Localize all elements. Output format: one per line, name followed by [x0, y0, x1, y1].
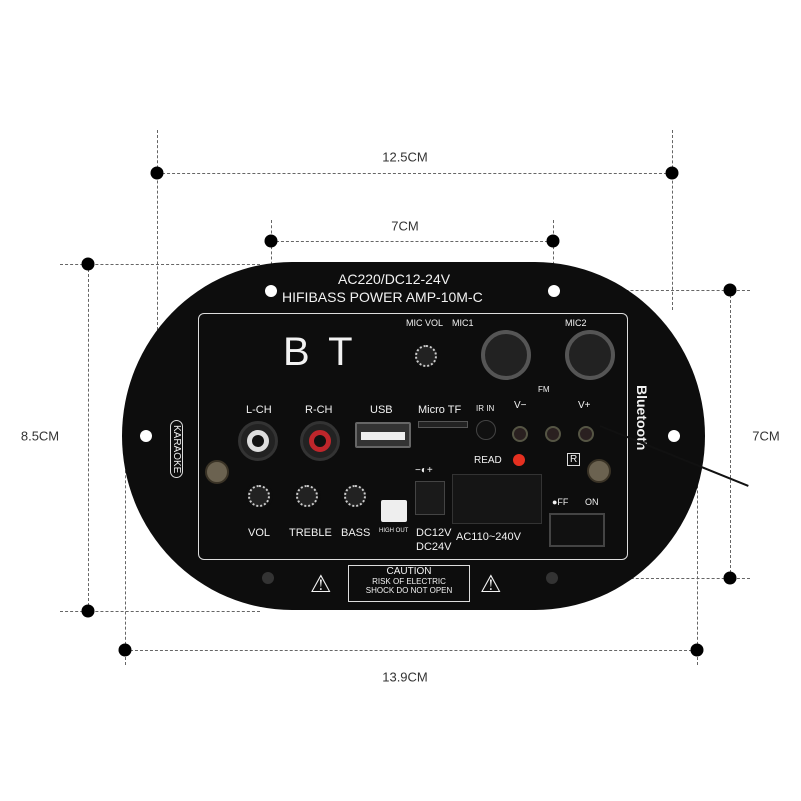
dc-label: DC12V: [416, 527, 452, 539]
dim-bottom-width: 13.9CM: [382, 669, 428, 685]
dim-dot: [690, 643, 704, 657]
r-label: R: [567, 453, 581, 466]
rch-rca-jack[interactable]: [300, 421, 340, 461]
lch-rca-jack[interactable]: [238, 421, 278, 461]
caution-box: CAUTION RISK OF ELECTRIC SHOCK DO NOT OP…: [348, 565, 470, 602]
dim-dot: [546, 234, 560, 248]
usb-label: USB: [370, 404, 393, 416]
microtf-slot[interactable]: [418, 421, 468, 428]
mic1-label: MIC1: [452, 318, 474, 328]
dim-hole-spacing: 7CM: [391, 218, 419, 234]
dc-jack[interactable]: [415, 481, 445, 515]
caution-title: CAUTION: [386, 566, 432, 577]
play-pause-button[interactable]: [545, 426, 561, 442]
mount-hole: [140, 430, 152, 442]
dc24-label: DC24V: [416, 541, 452, 553]
extension-line: [590, 290, 750, 291]
amplifier-board: [122, 262, 705, 610]
dim-line-holes: [271, 241, 553, 242]
dim-dot: [723, 571, 737, 585]
fm-label: FM: [538, 385, 550, 394]
screw: [587, 459, 611, 483]
dim-line-height: [88, 264, 89, 611]
extension-line: [60, 264, 260, 265]
lch-label: L-CH: [246, 404, 272, 416]
dim-height: 8.5CM: [20, 428, 60, 444]
screw: [205, 460, 229, 484]
mount-hole: [668, 430, 680, 442]
mic-vol-label: MIC VOL: [406, 318, 444, 328]
screw-hole: [262, 572, 274, 584]
dim-dot: [81, 257, 95, 271]
ac-label: AC110~240V: [456, 531, 521, 543]
board-title-model: HIFIBASS POWER AMP-10M-C: [282, 289, 483, 305]
ac-power-socket[interactable]: [452, 474, 542, 524]
vminus-label: V−: [514, 400, 527, 411]
dim-dot: [665, 166, 679, 180]
high-out-connector[interactable]: [381, 500, 407, 522]
mount-hole: [548, 285, 560, 297]
on-label: ON: [585, 497, 599, 507]
mic1-jack[interactable]: [481, 330, 531, 380]
mic-vol-knob[interactable]: [415, 345, 437, 367]
dim-dot: [81, 604, 95, 618]
bt-logo: B T: [283, 330, 357, 374]
next-button[interactable]: [578, 426, 594, 442]
dim-dot: [118, 643, 132, 657]
usb-port[interactable]: [355, 422, 411, 448]
dim-line-hole-height: [730, 290, 731, 578]
dim-dot: [150, 166, 164, 180]
caution-line1: RISK OF ELECTRIC: [372, 577, 446, 586]
irin-label: IR IN: [476, 404, 495, 413]
ir-receiver: [476, 420, 496, 440]
read-label: READ: [474, 455, 502, 466]
treble-label: TREBLE: [289, 527, 332, 539]
mount-hole: [265, 285, 277, 297]
karaoke-badge: KARAOKE: [170, 420, 183, 479]
extension-line: [125, 440, 126, 665]
dim-top-width: 12.5CM: [382, 149, 428, 165]
mic2-jack[interactable]: [565, 330, 615, 380]
dim-dot: [264, 234, 278, 248]
prev-button[interactable]: [512, 426, 528, 442]
rch-label: R-CH: [305, 404, 333, 416]
off-label: ●FF: [552, 497, 569, 507]
extension-line: [697, 440, 698, 665]
dim-line-top: [157, 173, 672, 174]
treble-knob[interactable]: [296, 485, 318, 507]
caution-warning-icon: ⚠: [480, 571, 502, 598]
board-title-voltage: AC220/DC12-24V: [338, 271, 451, 287]
dc-polarity: −◐+: [415, 465, 433, 476]
screw-hole: [546, 572, 558, 584]
extension-line: [560, 578, 750, 579]
read-led: [513, 454, 525, 466]
bass-label: BASS: [341, 527, 371, 539]
dim-line-bottom: [125, 650, 697, 651]
caution-line2: SHOCK DO NOT OPEN: [365, 586, 453, 595]
microtf-label: Micro TF: [418, 404, 462, 416]
extension-line: [672, 130, 673, 310]
electric-warning-icon: ⚠: [310, 571, 332, 598]
power-switch[interactable]: [549, 513, 605, 547]
extension-line: [60, 611, 260, 612]
bass-knob[interactable]: [344, 485, 366, 507]
dim-dot: [723, 283, 737, 297]
dim-hole-height: 7CM: [752, 428, 780, 444]
vol-label: VOL: [248, 527, 271, 539]
extension-line: [157, 130, 158, 330]
mic2-label: MIC2: [565, 318, 587, 328]
high-out-label: HIGH OUT: [379, 528, 409, 534]
vol-knob[interactable]: [248, 485, 270, 507]
vplus-label: V+: [578, 400, 591, 411]
